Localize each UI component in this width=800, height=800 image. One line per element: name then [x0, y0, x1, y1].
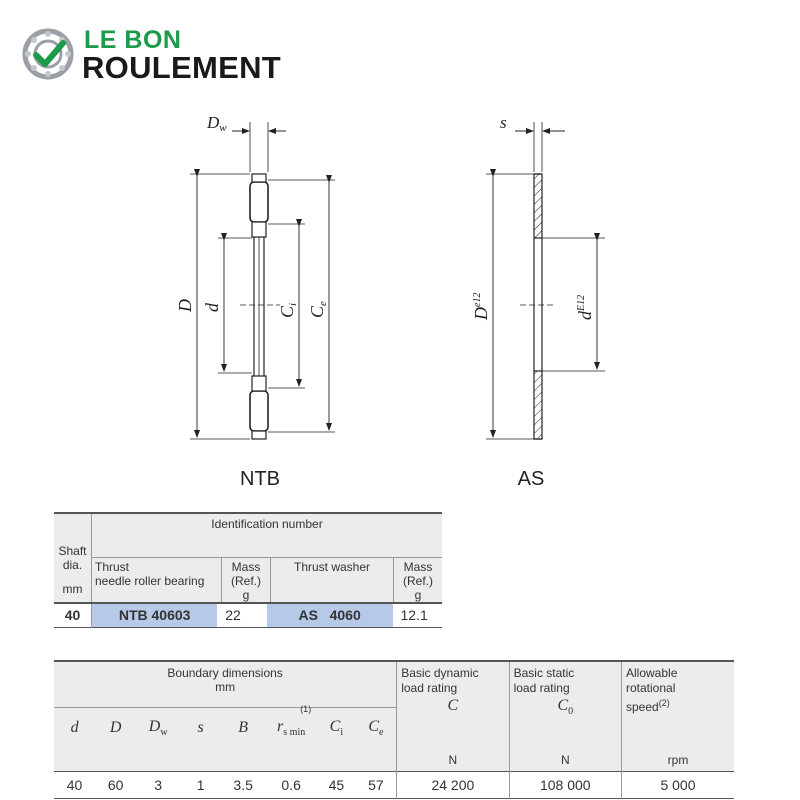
val-Dw: 3 — [154, 776, 163, 793]
val-D: 60 — [107, 776, 124, 793]
col-D: D — [109, 719, 122, 737]
bearing-part-number: NTB 40603 — [91, 603, 218, 627]
identification-table: Shaft dia. mm Identification number Thru… — [54, 512, 442, 628]
label-s: s — [500, 113, 507, 132]
val-d: 40 — [66, 776, 83, 793]
col-s: s — [197, 719, 204, 737]
bearing-mass: 22 — [225, 607, 241, 624]
bearing-header: Thrust needle roller bearing — [92, 558, 222, 602]
label-Ce: Ce — [307, 301, 329, 318]
label-Ci: Ci — [277, 303, 299, 318]
as-drawing — [486, 122, 605, 440]
val-C: 24 200 — [396, 771, 510, 798]
shaft-value: 40 — [54, 603, 92, 627]
val-Ce: 57 — [355, 771, 398, 798]
dynamic-header: Basic dynamic load rating C — [396, 661, 510, 749]
washer-mass-header: Mass (Ref.)g — [403, 560, 433, 602]
speed-unit: rpm — [667, 752, 689, 767]
table-row: 40 60 3 1 3.5 0.6 45 57 24 200 108 000 5… — [54, 771, 734, 798]
speed-header: Allowable rotational speed(2) — [626, 666, 678, 714]
label-dw: Dw — [206, 113, 227, 134]
val-rs: 0.6 — [281, 776, 301, 793]
label-D: D — [175, 299, 195, 313]
val-Ci: 45 — [328, 776, 345, 793]
bearing-check-icon — [22, 28, 74, 80]
washer-part-number: AS 4060 — [266, 603, 393, 627]
table-row: 40 NTB 40603 22 AS 4060 12.1 — [54, 603, 442, 627]
label-d: d — [202, 302, 222, 312]
label-D-as: De12 — [471, 293, 491, 321]
val-C0: 108 000 — [509, 771, 623, 798]
mass-header: Mass (Ref.)g — [222, 558, 271, 602]
label-d-as: dE12 — [575, 295, 595, 320]
shaft-header: Shaft dia. mm — [54, 513, 92, 603]
col-Ci: Ci — [329, 718, 344, 739]
col-d: d — [70, 719, 79, 737]
as-caption: AS — [518, 468, 545, 490]
technical-drawing: Dw D d Ci Ce NTB s De12 dE12 AS — [175, 113, 605, 490]
col-rs: (1)rs min — [277, 703, 312, 739]
static-unit: N — [509, 749, 623, 771]
ntb-caption: NTB — [240, 468, 280, 490]
dynamic-unit: N — [396, 749, 510, 771]
val-speed: 5 000 — [660, 776, 696, 793]
logo-text-bottom: ROULEMENT — [82, 50, 282, 85]
identification-header: Identification number — [92, 514, 442, 558]
val-s: 1 — [196, 776, 205, 793]
washer-header: Thrust washer — [271, 558, 394, 602]
val-B: 3.5 — [233, 776, 253, 793]
logo-text-top: LE BON — [84, 26, 182, 54]
washer-mass: 12.1 — [400, 607, 428, 624]
ntb-drawing — [190, 122, 335, 440]
static-header: Basic static load rating C0 — [509, 661, 623, 749]
col-Dw: Dw — [148, 718, 168, 739]
col-B: B — [238, 719, 249, 737]
col-Ce: Ce — [355, 707, 398, 749]
brand-logo: LE BON ROULEMENT — [22, 26, 312, 86]
